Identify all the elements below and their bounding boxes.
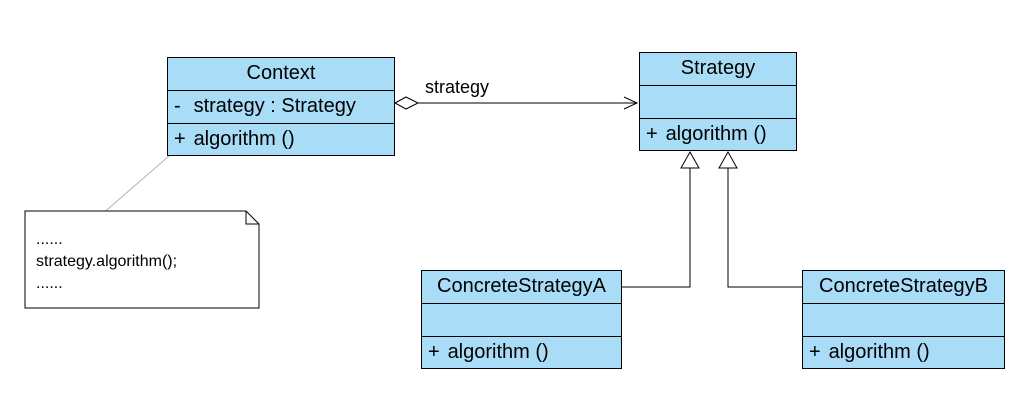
aggregation-diamond xyxy=(393,96,420,110)
class-name: ConcreteStrategyB xyxy=(803,271,1004,304)
attribute-compartment xyxy=(803,304,1004,337)
operation-compartment: + algorithm () xyxy=(640,119,796,152)
visibility-marker: + xyxy=(428,341,440,363)
operation-compartment: + algorithm () xyxy=(168,124,394,157)
attribute-compartment xyxy=(640,86,796,119)
note-text: ...... strategy.algorithm(); ...... xyxy=(36,229,177,295)
note-fold xyxy=(245,211,259,225)
visibility-marker: + xyxy=(809,341,821,363)
class-context[interactable]: Context - strategy : Strategy + algorith… xyxy=(167,57,395,156)
class-name: Context xyxy=(168,58,394,91)
operation-compartment: + algorithm () xyxy=(422,337,621,370)
class-concrete-strategy-a[interactable]: ConcreteStrategyA + algorithm () xyxy=(421,270,622,369)
generalization-arrowhead-b xyxy=(718,150,738,169)
generalization-arrowhead-a xyxy=(680,150,700,169)
association-arrowhead xyxy=(623,96,639,110)
generalization-line-b xyxy=(727,168,802,288)
note-line: strategy.algorithm(); xyxy=(36,253,178,270)
operation-compartment: + algorithm () xyxy=(803,337,1004,370)
class-concrete-strategy-b[interactable]: ConcreteStrategyB + algorithm () xyxy=(802,270,1005,369)
note-line: ...... xyxy=(36,231,63,248)
operation-text: algorithm () xyxy=(193,128,295,150)
attribute-text: strategy : Strategy xyxy=(193,95,356,117)
visibility-marker: - xyxy=(174,95,181,117)
visibility-marker: + xyxy=(646,123,658,145)
generalization-line-a xyxy=(622,168,691,288)
operation-text: algorithm () xyxy=(828,341,930,363)
note-connector xyxy=(100,155,170,216)
class-name: ConcreteStrategyA xyxy=(422,271,621,304)
operation-text: algorithm () xyxy=(447,341,549,363)
note-box xyxy=(24,210,260,309)
attribute-compartment: - strategy : Strategy xyxy=(168,91,394,124)
note-line: ...... xyxy=(36,275,63,292)
visibility-marker: + xyxy=(174,128,186,150)
class-strategy[interactable]: Strategy + algorithm () xyxy=(639,52,797,151)
association-label: strategy xyxy=(425,77,490,97)
class-name: Strategy xyxy=(640,53,796,86)
attribute-compartment xyxy=(422,304,621,337)
operation-text: algorithm () xyxy=(665,123,767,145)
